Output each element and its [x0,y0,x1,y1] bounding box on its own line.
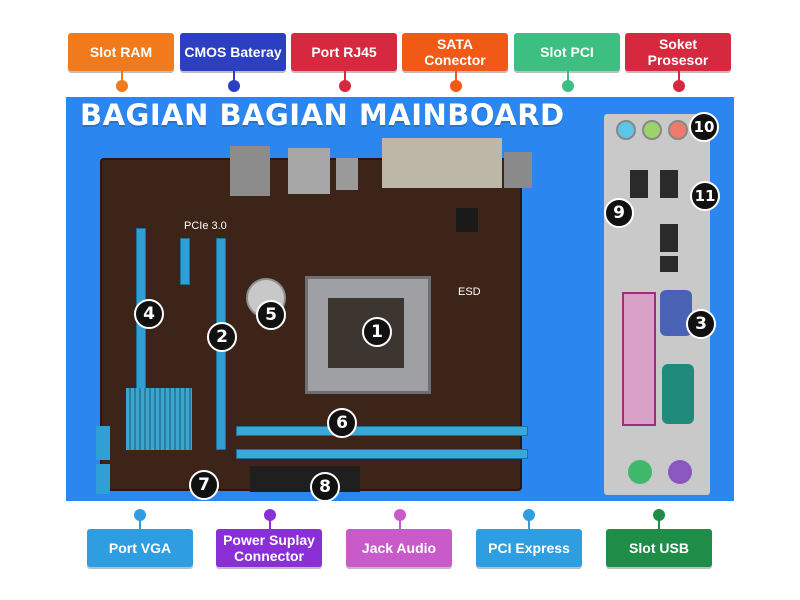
label-sata-conector[interactable]: SATA Conector [402,33,508,71]
marker-6[interactable]: 6 [327,408,357,438]
page-title: BAGIAN BAGIAN MAINBOARD [80,98,565,132]
stem-slot-ram [121,71,123,83]
parallel-connector [382,138,502,188]
stem-cmos-bateray [233,71,235,83]
pcie-label: PCIe 3.0 [184,220,227,232]
atx-power-connector [250,466,360,492]
marker-10[interactable]: 10 [689,112,719,142]
marker-4[interactable]: 4 [134,299,164,329]
usb-port-4 [660,256,678,272]
marker-11[interactable]: 11 [690,181,720,211]
usb-port-1 [630,170,648,198]
dot-power-suplay [264,509,276,521]
label-pci-express[interactable]: PCI Express [476,529,582,567]
marker-3[interactable]: 3 [686,309,716,339]
stem-port-rj45 [344,71,346,83]
label-power-suplay-connector[interactable]: Power Suplay Connector [216,529,322,567]
dot-slot-usb [653,509,665,521]
io-panel-image [604,114,710,495]
label-slot-ram[interactable]: Slot RAM [68,33,174,71]
label-port-vga[interactable]: Port VGA [87,529,193,567]
marker-1[interactable]: 1 [362,317,392,347]
dot-jack-audio [394,509,406,521]
marker-8[interactable]: 8 [310,472,340,502]
label-port-rj45[interactable]: Port RJ45 [291,33,397,71]
pcie-x1-slot [180,238,190,285]
dot-soket-prosesor [673,80,685,92]
back-panel-connector [230,146,270,196]
sata-port-2 [96,464,110,494]
label-slot-pci[interactable]: Slot PCI [514,33,620,71]
label-slot-usb[interactable]: Slot USB [606,529,712,567]
dot-port-vga [134,509,146,521]
ram-slot-1 [236,426,528,436]
stem-jack-audio [399,517,401,529]
label-cmos-bateray[interactable]: CMOS Bateray [180,33,286,71]
ps2-mouse-port [628,460,652,484]
stem-slot-usb [658,517,660,529]
parallel-port [622,292,656,426]
usb-port-2 [660,170,678,198]
usb-connector [336,158,358,190]
stem-port-vga [139,517,141,529]
usb-port-3 [660,224,678,252]
dot-sata-conector [450,80,462,92]
ram-slot-2 [236,449,528,459]
motherboard-image: PCIe 3.0 ESD [96,138,532,494]
marker-9[interactable]: 9 [604,198,634,228]
dot-slot-ram [116,80,128,92]
marker-5[interactable]: 5 [256,300,286,330]
stem-power-suplay [269,517,271,529]
ps2-keyboard-port [668,460,692,484]
audio-jack-block [504,152,532,188]
esd-label: ESD [458,286,481,298]
stem-soket-prosesor [678,71,680,83]
label-soket-prosesor[interactable]: Soket Prosesor [625,33,731,71]
sata-port-1 [96,426,110,460]
stem-slot-pci [567,71,569,83]
audio-jack-green [642,120,662,140]
dot-pci-express [523,509,535,521]
label-jack-audio[interactable]: Jack Audio [346,529,452,567]
marker-2[interactable]: 2 [207,322,237,352]
stem-pci-express [528,517,530,529]
dot-port-rj45 [339,80,351,92]
chipset-heatsink [126,388,192,450]
rj45-connector [288,148,330,194]
marker-7[interactable]: 7 [189,470,219,500]
audio-jack-blue [616,120,636,140]
dot-cmos-bateray [228,80,240,92]
stem-sata-conector [455,71,457,83]
serial-port [662,364,694,424]
audio-jack-pink [668,120,688,140]
dot-slot-pci [562,80,574,92]
cpu-power-connector [456,208,478,232]
